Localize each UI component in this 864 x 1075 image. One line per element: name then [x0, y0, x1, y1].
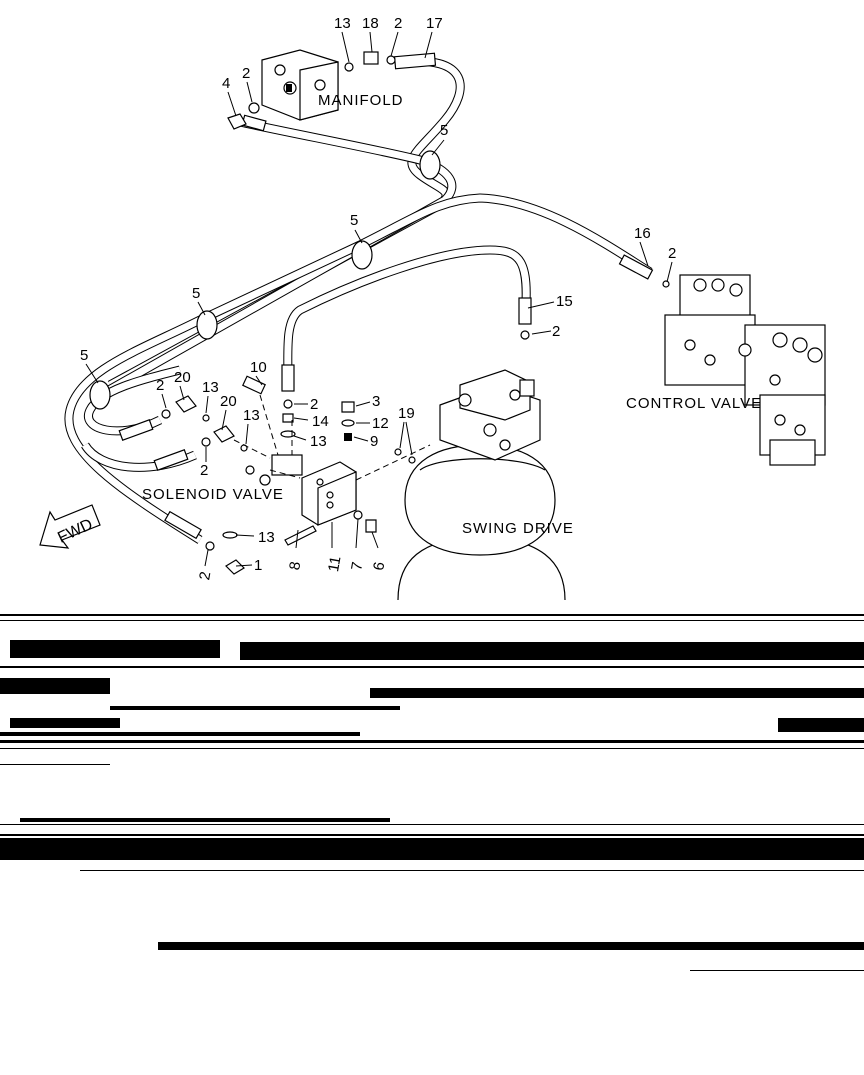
callout: 2	[200, 462, 208, 479]
callout: 5	[350, 212, 358, 229]
callout: 16	[634, 225, 651, 242]
redaction-bar	[110, 706, 400, 710]
callout: 8	[286, 560, 304, 571]
callout: 20	[220, 393, 237, 410]
callout: 2	[196, 570, 214, 581]
redaction-bar	[158, 942, 864, 950]
swing-drive-label: SWING DRIVE	[462, 520, 574, 537]
callout-numbers: 13 18 2 17 4 2 5 5 16 2 5 15 2 5 10 2 14…	[80, 15, 676, 581]
callout: 3	[372, 393, 380, 410]
callout: 12	[372, 415, 389, 432]
callout: 2	[242, 65, 250, 82]
redaction-bar	[10, 718, 120, 728]
redaction-bar	[20, 818, 390, 822]
callout: 13	[243, 407, 260, 424]
callout: 5	[192, 285, 200, 302]
callout: 2	[394, 15, 402, 32]
callout: 6	[370, 561, 388, 572]
parts-diagram: FWD MANIFOLD CONTROL VALVE SOLENOID VALV…	[39, 15, 826, 600]
table-rule	[0, 824, 864, 825]
table-rule	[0, 764, 110, 765]
table-rule	[0, 834, 864, 836]
callout: 7	[348, 561, 366, 572]
callout: 11	[325, 555, 344, 573]
callout: 14	[312, 413, 329, 430]
callout: 4	[222, 75, 230, 92]
redaction-bar	[240, 642, 864, 660]
table-rule	[0, 614, 864, 616]
manifold-block	[227, 49, 396, 130]
callout: 13	[258, 529, 275, 546]
redaction-bar	[778, 718, 864, 732]
table-rule	[80, 870, 864, 871]
solenoid-valve-label: SOLENOID VALVE	[142, 486, 284, 503]
callout: 10	[250, 359, 267, 376]
callout: 2	[156, 377, 164, 394]
fwd-arrow-icon: FWD	[39, 504, 101, 549]
callout: 5	[440, 122, 448, 139]
callout: 5	[80, 347, 88, 364]
callout: 1	[254, 557, 262, 574]
table-rule	[0, 666, 864, 668]
hose-assembly	[64, 52, 654, 544]
control-valve-block	[662, 274, 826, 466]
solenoid-valve-block	[161, 375, 416, 575]
callout: 13	[310, 433, 327, 450]
control-valve-label: CONTROL VALVE	[626, 395, 762, 412]
table-rule	[0, 740, 864, 743]
callout: 2	[310, 396, 318, 413]
callout: 2	[668, 245, 676, 262]
callout: 20	[174, 369, 191, 386]
redaction-bar	[0, 678, 110, 694]
callout: 17	[426, 15, 443, 32]
table-rule	[0, 748, 864, 749]
alignment-lines	[233, 394, 431, 481]
callout: 9	[370, 433, 378, 450]
callout: 19	[398, 405, 415, 422]
redaction-bar	[370, 688, 864, 698]
leader-lines	[85, 31, 673, 567]
swing-drive-assembly	[397, 330, 566, 600]
redaction-bar	[0, 838, 864, 860]
callout: 15	[556, 293, 573, 310]
callout: 18	[362, 15, 379, 32]
manifold-label: MANIFOLD	[318, 92, 404, 109]
redaction-bar	[10, 640, 220, 658]
callout: 13	[202, 379, 219, 396]
redaction-bar	[0, 732, 360, 736]
callout: 13	[334, 15, 351, 32]
callout: 2	[552, 323, 560, 340]
scan-artifact-region	[0, 600, 864, 1075]
table-rule	[690, 970, 864, 971]
table-rule	[0, 620, 864, 621]
